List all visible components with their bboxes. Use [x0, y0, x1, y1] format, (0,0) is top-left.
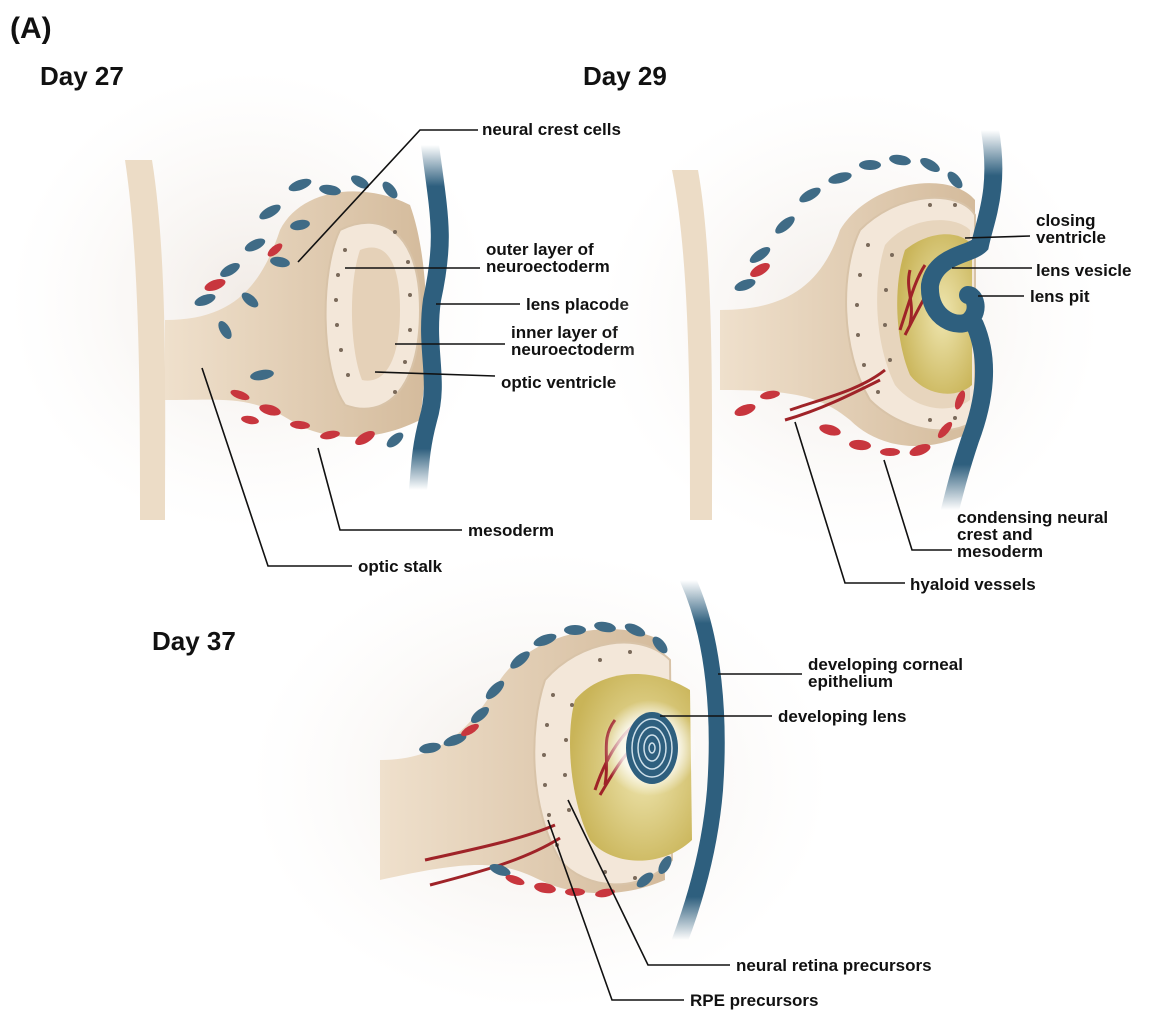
day37-title: Day 37 — [152, 626, 236, 656]
label-mesoderm: mesoderm — [468, 521, 554, 540]
label-neural-retina-precursors: neural retina precursors — [736, 956, 932, 975]
label-neural-crest-cells: neural crest cells — [482, 120, 621, 139]
label-optic-ventricle: optic ventricle — [501, 373, 616, 392]
label-hyaloid-vessels: hyaloid vessels — [910, 575, 1036, 594]
label-condensing-line3: mesoderm — [957, 542, 1043, 561]
day37-panel: Day 37 — [152, 550, 830, 1010]
day27-title: Day 27 — [40, 61, 124, 91]
label-cornea-line2: epithelium — [808, 672, 893, 691]
day29-title: Day 29 — [583, 61, 667, 91]
label-developing-lens: developing lens — [778, 707, 906, 726]
label-closing-line2: ventricle — [1036, 228, 1106, 247]
panel-label: (A) — [10, 12, 52, 45]
day29-panel: Day 29 — [583, 61, 1100, 550]
day37-developing-lens — [626, 712, 678, 784]
label-outer-layer-line2: neuroectoderm — [486, 257, 610, 276]
label-rpe-precursors: RPE precursors — [690, 991, 819, 1010]
label-lens-pit: lens pit — [1030, 287, 1090, 306]
label-lens-vesicle: lens vesicle — [1036, 261, 1131, 280]
